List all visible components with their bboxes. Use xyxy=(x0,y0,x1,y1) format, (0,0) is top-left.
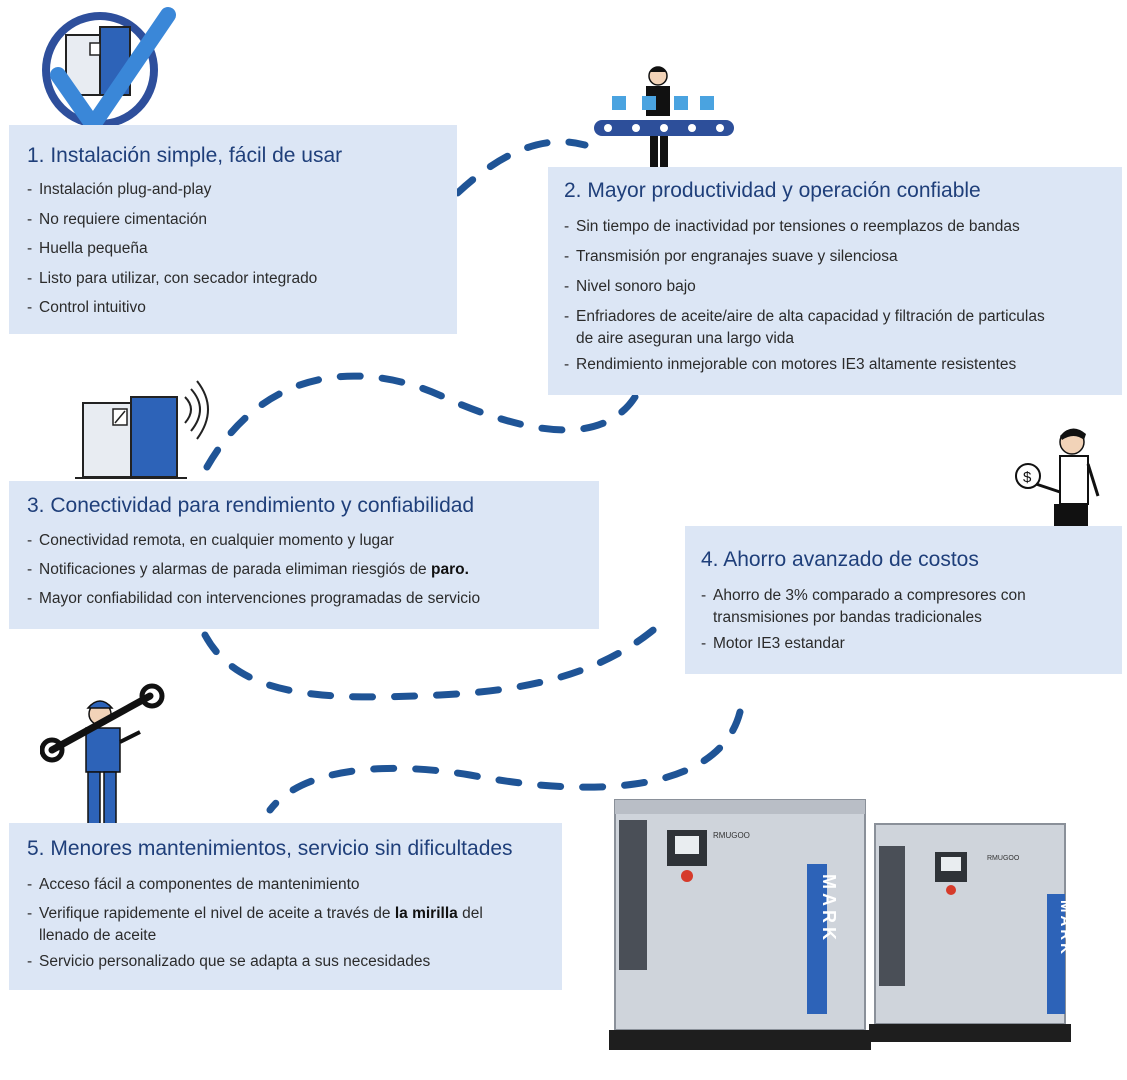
list-item-continuation: transmisiones por bandas tradicionales xyxy=(713,609,982,626)
list-item-emphasis: paro. xyxy=(431,561,469,578)
list-item: Verifique rapidemente el nivel de aceite… xyxy=(27,903,562,947)
feature-list: Instalación plug-and-play No requiere ci… xyxy=(27,179,457,319)
list-item: Mayor confiabilidad con intervenciones p… xyxy=(27,588,599,610)
section-productivity: 2. Mayor productividad y operación confi… xyxy=(548,167,1122,395)
list-item: Listo para utilizar, con secador integra… xyxy=(27,268,457,290)
section-title: 5. Menores mantenimientos, servicio sin … xyxy=(27,837,513,860)
list-item: Conectividad remota, en cualquier moment… xyxy=(27,530,599,552)
list-item-text-tail: del xyxy=(457,905,483,922)
list-item-text: Verifique rapidemente el nivel de aceite… xyxy=(39,905,395,922)
list-item: Control intuitivo xyxy=(27,297,457,319)
brand-logo-large: MARK xyxy=(819,874,839,944)
list-item: No requiere cimentación xyxy=(27,209,457,231)
list-item-continuation: llenado de aceite xyxy=(39,927,157,944)
list-item: Enfriadores de aceite/aire de alta capac… xyxy=(564,306,1122,350)
conveyor-worker-icon xyxy=(594,66,734,168)
installation-check-icon xyxy=(42,7,176,133)
section-connectivity: 3. Conectividad para rendimiento y confi… xyxy=(9,481,599,629)
section-installation: 1. Instalación simple, fácil de usar Ins… xyxy=(9,125,457,334)
list-item-text: Notificaciones y alarmas de parada elimi… xyxy=(39,561,431,578)
model-badge-small: RMUGOO xyxy=(987,855,1020,862)
section-cost-savings: 4. Ahorro avanzado de costos Ahorro de 3… xyxy=(685,526,1122,674)
compressors-image: MARK RMUGOO MARK RMUGOO xyxy=(609,799,1074,1050)
list-item: Rendimiento inmejorable con motores IE3 … xyxy=(564,354,1122,376)
wireless-compressor-icon xyxy=(75,380,209,479)
section-title: 4. Ahorro avanzado de costos xyxy=(701,548,979,571)
section-maintenance: 5. Menores mantenimientos, servicio sin … xyxy=(9,823,562,990)
feature-list: Sin tiempo de inactividad por tensiones … xyxy=(564,216,1122,376)
list-item: Sin tiempo de inactividad por tensiones … xyxy=(564,216,1122,238)
mechanic-wrench-icon xyxy=(40,683,165,829)
brand-logo-small: MARK xyxy=(1057,900,1074,957)
list-item-continuation: de aire aseguran una largo vida xyxy=(576,330,795,347)
list-item-text: Ahorro de 3% comparado a compresores con xyxy=(713,587,1026,604)
list-item: Nivel sonoro bajo xyxy=(564,276,1122,298)
model-badge-large: RMUGOO xyxy=(713,831,750,840)
feature-list: Ahorro de 3% comparado a compresores con… xyxy=(701,585,1122,655)
section-title: 2. Mayor productividad y operación confi… xyxy=(564,179,981,202)
section-title: 3. Conectividad para rendimiento y confi… xyxy=(27,494,475,517)
list-item: Transmisión por engranajes suave y silen… xyxy=(564,246,1122,268)
list-item: Huella pequeña xyxy=(27,238,457,260)
list-item: Acceso fácil a componentes de mantenimie… xyxy=(27,874,562,896)
list-item: Motor IE3 estandar xyxy=(701,633,1122,655)
list-item: Ahorro de 3% comparado a compresores con… xyxy=(701,585,1122,629)
list-item: Servicio personalizado que se adapta a s… xyxy=(27,951,562,973)
svg-text:$: $ xyxy=(1023,469,1032,486)
list-item: Notificaciones y alarmas de parada elimi… xyxy=(27,559,599,581)
list-item: Instalación plug-and-play xyxy=(27,179,457,201)
feature-list: Acceso fácil a componentes de mantenimie… xyxy=(27,874,562,973)
list-item-emphasis: la mirilla xyxy=(394,905,458,922)
section-title: 1. Instalación simple, fácil de usar xyxy=(27,144,343,167)
list-item-text: Enfriadores de aceite/aire de alta capac… xyxy=(576,308,1045,325)
feature-list: Conectividad remota, en cualquier moment… xyxy=(27,530,599,610)
